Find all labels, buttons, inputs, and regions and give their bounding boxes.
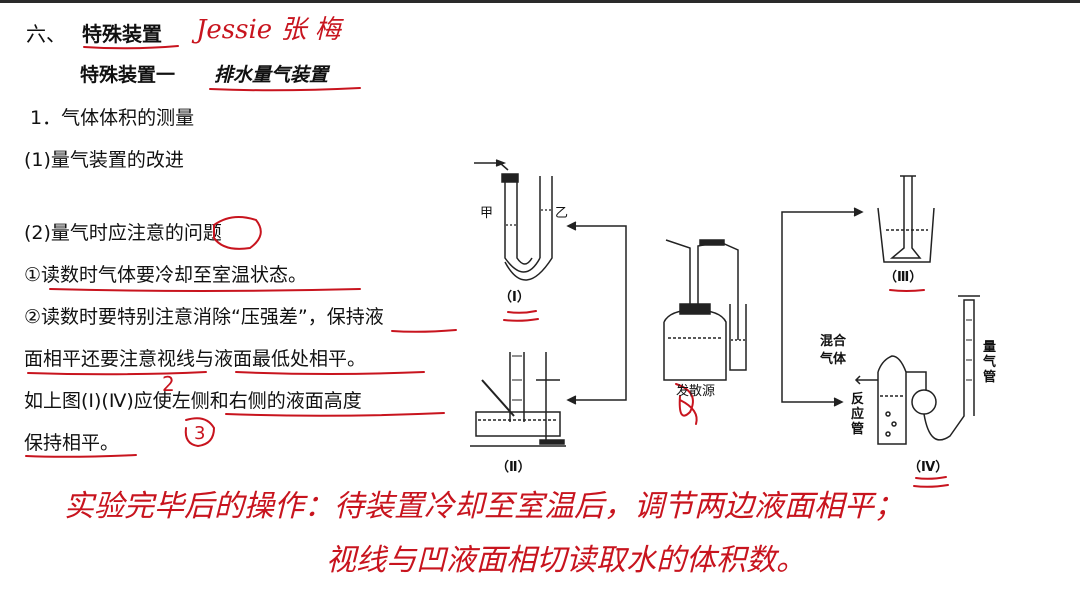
circle-3 bbox=[184, 417, 216, 448]
underline-point-2 bbox=[391, 329, 457, 333]
label-III: （Ⅲ） bbox=[884, 270, 923, 285]
point-3-line-1: 如上图(Ⅰ)(Ⅳ)应使左侧和右侧的液面高度 bbox=[24, 390, 362, 412]
label-mixed-gas-2: 气体 bbox=[820, 352, 847, 367]
subtitle-prefix: 特殊装置一 bbox=[80, 64, 176, 86]
label-reaction-tube: 反应管 bbox=[850, 392, 864, 437]
annotation-circle-2: 2 bbox=[162, 372, 175, 396]
circle-wenti bbox=[213, 215, 262, 250]
label-yi: 乙 bbox=[555, 206, 569, 221]
handwritten-name: Jessie 张 梅 bbox=[196, 15, 341, 45]
label-source: 发散源 bbox=[676, 384, 716, 399]
circle-source bbox=[675, 383, 698, 425]
label-II: （Ⅱ） bbox=[496, 460, 531, 475]
underline-point-2-b bbox=[27, 371, 207, 376]
point-1: ①读数时气体要冷却至室温状态。 bbox=[24, 264, 308, 286]
underline-point-2-c bbox=[235, 371, 425, 375]
label-IV: （Ⅳ） bbox=[908, 460, 949, 475]
top-border bbox=[0, 0, 1080, 3]
item-1: 1．气体体积的测量 bbox=[30, 107, 195, 129]
underline-subtitle bbox=[209, 87, 361, 92]
label-I: （Ⅰ） bbox=[499, 290, 530, 305]
label-mixed-gas-1: 混合 bbox=[820, 334, 847, 349]
underline-point-1 bbox=[49, 288, 361, 292]
point-3-line-2: 保持相平。 bbox=[24, 432, 120, 454]
u-tube-apparatus bbox=[474, 159, 553, 281]
source-bottle bbox=[663, 239, 747, 381]
arrows bbox=[566, 207, 864, 407]
label-gas-tube: 量气管 bbox=[982, 340, 996, 385]
trough-apparatus bbox=[470, 352, 566, 447]
underline-point-3-b bbox=[25, 454, 137, 458]
gas-measure-apparatus bbox=[854, 295, 980, 445]
section-number: 六、 bbox=[26, 22, 66, 46]
underline-point-3 bbox=[225, 412, 445, 417]
label-jia: 甲 bbox=[480, 206, 494, 221]
item-2: (2)量气时应注意的问题 bbox=[24, 222, 222, 244]
point-2-line-2: 面相平还要注意视线与液面最低处相平。 bbox=[24, 348, 367, 370]
underline-section-title bbox=[83, 45, 179, 50]
section-title: 特殊装置 bbox=[82, 22, 162, 46]
beaker-apparatus bbox=[877, 175, 935, 263]
item-1-1: (1)量气装置的改进 bbox=[24, 149, 184, 171]
underline-label-III bbox=[889, 289, 925, 292]
handwritten-note-line-1: 实验完毕后的操作：待装置冷却至室温后，调节两边液面相平； bbox=[64, 489, 904, 524]
point-2-line-1: ②读数时要特别注意消除“压强差”，保持液 bbox=[24, 306, 384, 328]
subtitle-emphasis: 排水量气装置 bbox=[214, 64, 329, 86]
underline-label-I bbox=[503, 310, 539, 322]
handwritten-note-line-2: 视线与凹液面相切读取水的体积数。 bbox=[326, 543, 806, 578]
underline-label-IV bbox=[913, 476, 949, 488]
annotation-circle-3: 3 bbox=[194, 423, 206, 444]
